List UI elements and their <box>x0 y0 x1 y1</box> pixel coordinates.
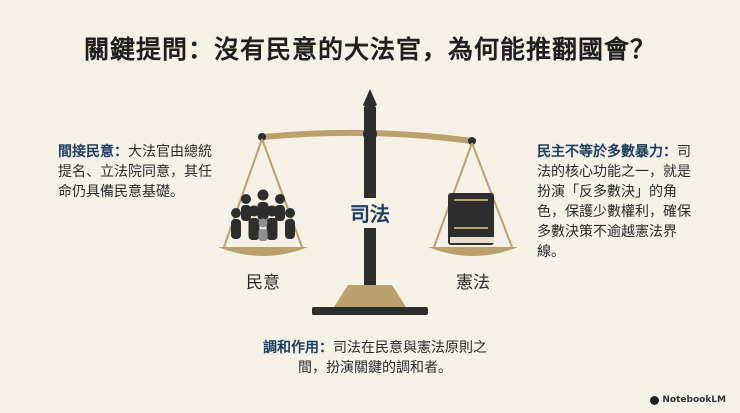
crowd-icon <box>231 189 295 241</box>
bottom-note: 調和作用：司法在民意與憲法原則之間，扮演關鍵的調和者。 <box>250 338 500 378</box>
right-pan <box>428 247 518 256</box>
right-note: 民主不等於多數暴力：司法的核心功能之一，就是扮演「反多數決」的角色，保護少數權利… <box>537 142 702 262</box>
center-label: 司法 <box>350 202 390 226</box>
bottom-note-separator: ： <box>319 340 333 356</box>
brand-mark: NotebookLM <box>650 395 726 405</box>
brand-name: NotebookLM <box>662 395 726 405</box>
left-string <box>261 138 303 248</box>
bottom-note-body: 司法在民意與憲法原則之間，扮演關鍵的調和者。 <box>298 340 487 376</box>
scale-base <box>334 285 406 307</box>
left-note: 間接民意：大法官由總統提名、立法院同意，其任命仍具備民意基礎。 <box>58 142 218 202</box>
bottom-note-highlight: 調和作用 <box>263 340 319 356</box>
page-title: 關鍵提問：沒有民意的大法官，為何能推翻國會？ <box>83 35 656 64</box>
left-note-separator: ： <box>114 144 128 160</box>
scale-pivot <box>363 127 377 141</box>
scale-base-plate <box>312 307 428 315</box>
beam-right-cap <box>468 137 476 145</box>
left-note-body: 大法官由總統提名、立法院同意，其任命仍具備民意基礎。 <box>58 144 212 200</box>
right-note-separator: ： <box>663 144 677 160</box>
book-icon <box>448 193 494 245</box>
beam-left-cap <box>258 133 266 141</box>
right-note-highlight: 民主不等於多數暴力 <box>537 144 663 160</box>
notebooklm-logo-icon <box>650 395 660 405</box>
left-string <box>223 138 263 248</box>
right-pan-label: 憲法 <box>456 272 490 293</box>
left-note-highlight: 間接民意 <box>58 144 114 160</box>
left-pan-label: 民意 <box>246 273 280 293</box>
balance-scale: 民意 憲法 司法 <box>218 89 518 315</box>
scale-finial-icon <box>363 89 377 111</box>
left-pan <box>218 247 308 256</box>
center-label-backdrop <box>338 198 402 228</box>
right-note-body: 司法的核心功能之一，就是扮演「反多數決」的角色，保護少數權利，確保多數決策不逾越… <box>537 144 691 260</box>
